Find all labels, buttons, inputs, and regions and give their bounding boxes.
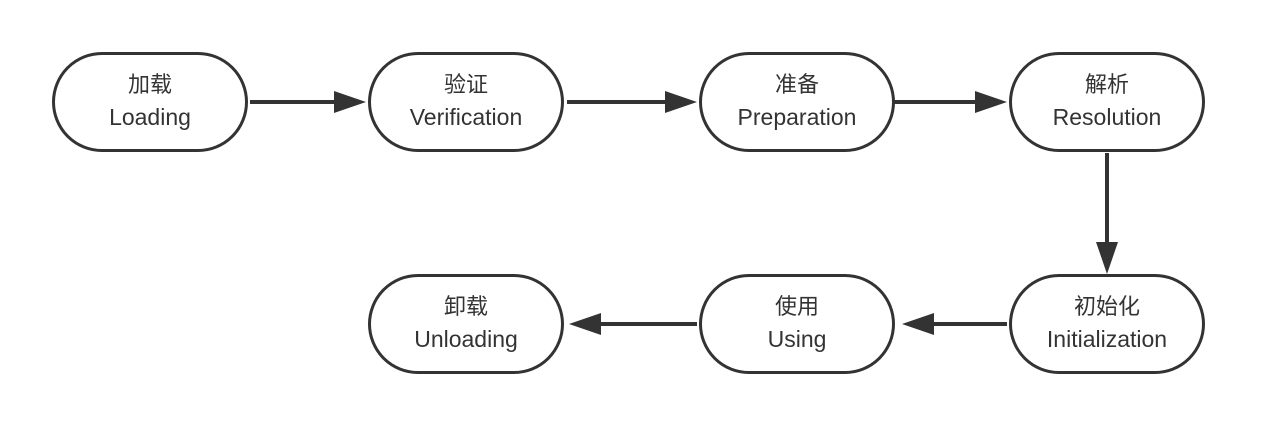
node-loading-zh-label: 加载 — [127, 73, 172, 98]
node-unloading-en-label: Unloading — [414, 326, 518, 352]
node-preparation: 准备 Preparation — [699, 52, 895, 152]
node-verification: 验证 Verification — [368, 52, 564, 152]
node-resolution-zh-label: 解析 — [1084, 73, 1129, 98]
node-initialization-zh-label: 初始化 — [1073, 295, 1140, 320]
arrow-verification-to-preparation — [567, 91, 697, 113]
arrow-preparation-to-resolution — [894, 91, 1007, 113]
node-verification-zh-label: 验证 — [443, 73, 488, 98]
node-using: 使用 Using — [699, 274, 895, 374]
node-loading-en-label: Loading — [109, 104, 191, 130]
node-initialization-en-label: Initialization — [1046, 326, 1168, 352]
arrow-using-to-unloading — [569, 313, 697, 335]
node-unloading-zh-label: 卸载 — [443, 295, 488, 320]
node-using-en-label: Using — [767, 326, 827, 352]
arrow-resolution-to-initialization — [1096, 153, 1118, 274]
node-resolution: 解析 Resolution — [1009, 52, 1205, 152]
arrow-initialization-to-using — [902, 313, 1007, 335]
node-initialization: 初始化 Initialization — [1009, 274, 1205, 374]
arrow-loading-to-verification — [250, 91, 366, 113]
node-unloading: 卸载 Unloading — [368, 274, 564, 374]
node-preparation-zh-label: 准备 — [774, 73, 819, 98]
node-verification-en-label: Verification — [409, 104, 523, 130]
node-preparation-en-label: Preparation — [737, 104, 857, 130]
node-resolution-en-label: Resolution — [1052, 104, 1162, 130]
node-using-zh-label: 使用 — [774, 295, 819, 320]
node-loading: 加载 Loading — [52, 52, 248, 152]
